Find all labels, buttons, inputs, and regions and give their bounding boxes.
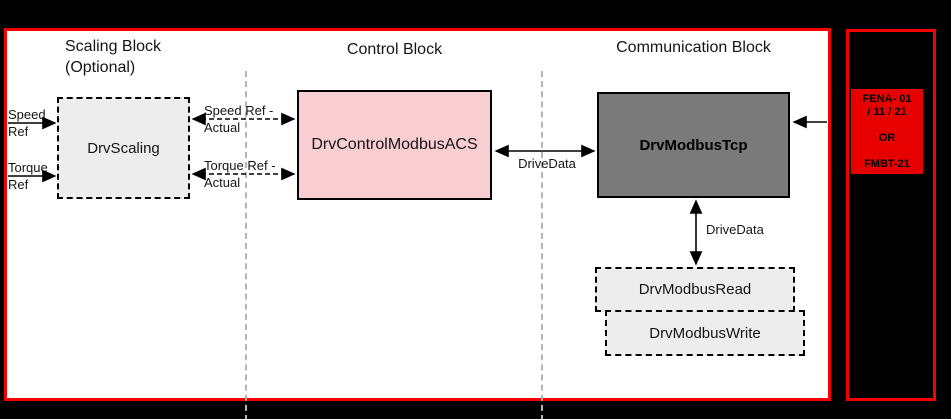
torque-ref-actual-label: Torque Ref - Actual bbox=[204, 158, 276, 190]
control-section-title: Control Block bbox=[346, 41, 443, 58]
communication-section-title: Communication Block bbox=[616, 39, 771, 56]
drvcontrolmodbusacs-block: DrvControlModbusACS bbox=[297, 90, 492, 200]
section-divider-1 bbox=[245, 71, 247, 419]
drivedata-vertical-label: DriveData bbox=[706, 222, 764, 237]
fieldbus-module-box: FENA- 01 / 11 / 21 OR FMBT-21 bbox=[851, 89, 923, 174]
scaling-section-title: Scaling Block (Optional) bbox=[65, 38, 162, 76]
section-divider-2 bbox=[541, 71, 543, 419]
drivedata-horizontal-label: DriveData bbox=[518, 156, 576, 171]
torque-ref-label: Torque Ref bbox=[8, 160, 48, 192]
speed-ref-actual-label: Speed Ref - Actual bbox=[204, 103, 274, 135]
drvmodbusread-block: DrvModbusRead bbox=[595, 267, 795, 312]
drvmodbuswrite-block: DrvModbusWrite bbox=[605, 310, 805, 356]
drvscaling-block: DrvScaling bbox=[57, 97, 190, 199]
speed-ref-label: Speed Ref bbox=[8, 107, 46, 139]
fieldbus-adapter-panel bbox=[846, 29, 936, 401]
drvmodbustcp-block: DrvModbusTcp bbox=[597, 92, 790, 198]
